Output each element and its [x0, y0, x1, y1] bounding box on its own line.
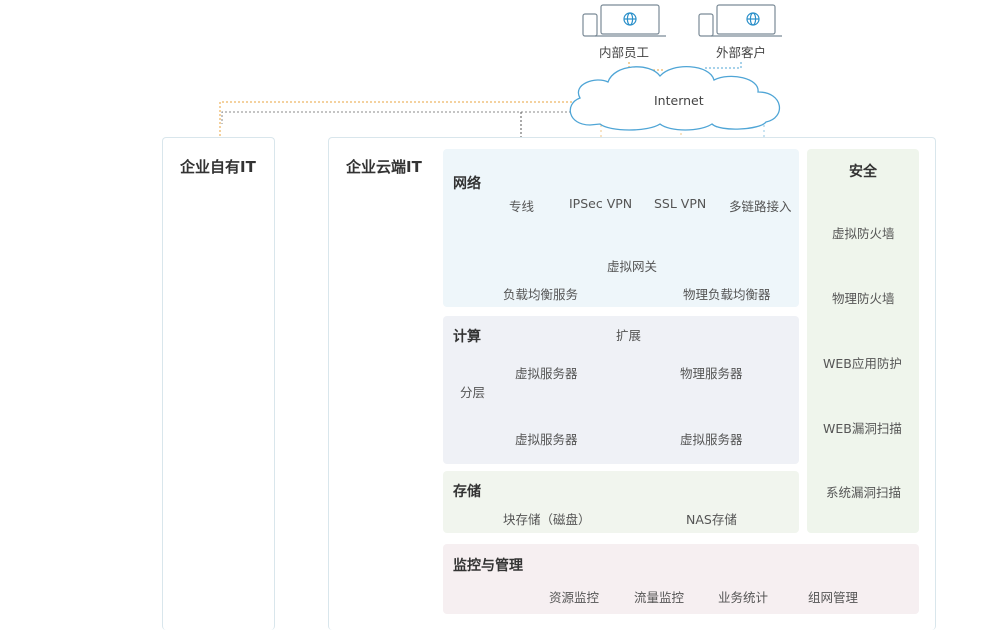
compute-row1-left: 虚拟服务器 [515, 366, 578, 381]
on-prem-panel [162, 137, 275, 630]
orange-link-line [219, 101, 572, 138]
security-item-2: 物理防火墙 [832, 291, 895, 306]
monitor-title: 监控与管理 [453, 558, 523, 574]
internet-label: Internet [654, 93, 704, 108]
monitor-item-resource: 资源监控 [549, 590, 600, 605]
virtual-gateway-label: 虚拟网关 [607, 259, 658, 274]
external-user-label: 外部客户 [716, 45, 767, 60]
network-title: 网络 [453, 176, 481, 192]
internet-cloud-icon [569, 65, 781, 131]
monitor-item-business: 业务统计 [718, 590, 769, 605]
security-item-3: WEB应用防护 [823, 356, 902, 371]
internal-user-devices-icon [582, 4, 666, 37]
storage-section [443, 471, 799, 533]
compute-section [443, 316, 799, 464]
layer-label: 分层 [460, 385, 486, 400]
security-item-1: 虚拟防火墙 [832, 226, 895, 241]
network-item-ipsec: IPSec VPN [569, 196, 633, 211]
external-user-line [705, 62, 742, 69]
storage-title: 存储 [453, 484, 481, 500]
security-item-4: WEB漏洞扫描 [823, 421, 902, 436]
physical-lb-label: 物理负载均衡器 [683, 287, 771, 302]
security-title: 安全 [849, 164, 877, 180]
security-item-5: 系统漏洞扫描 [826, 485, 902, 500]
network-section [443, 149, 799, 307]
security-section [807, 149, 919, 533]
monitor-item-network: 组网管理 [808, 590, 859, 605]
external-user-devices-icon [698, 4, 782, 37]
compute-row2-left: 虚拟服务器 [515, 432, 578, 447]
dedicated-link-line [221, 111, 575, 124]
network-item-multilink: 多链路接入 [729, 199, 792, 214]
monitor-item-traffic: 流量监控 [634, 590, 685, 605]
on-prem-title: 企业自有IT [180, 158, 256, 176]
expand-label: 扩展 [616, 328, 642, 343]
compute-title: 计算 [453, 329, 481, 345]
storage-item-block: 块存储（磁盘） [503, 512, 591, 527]
cloud-title: 企业云端IT [346, 158, 422, 176]
compute-row2-right: 虚拟服务器 [680, 432, 743, 447]
internal-user-label: 内部员工 [599, 45, 650, 60]
network-item-dedicated: 专线 [509, 199, 535, 214]
storage-item-nas: NAS存储 [686, 512, 737, 527]
network-item-ssl: SSL VPN [654, 196, 707, 211]
monitor-section [443, 544, 919, 614]
lb-service-label: 负载均衡服务 [503, 287, 579, 302]
compute-row1-right: 物理服务器 [680, 366, 743, 381]
